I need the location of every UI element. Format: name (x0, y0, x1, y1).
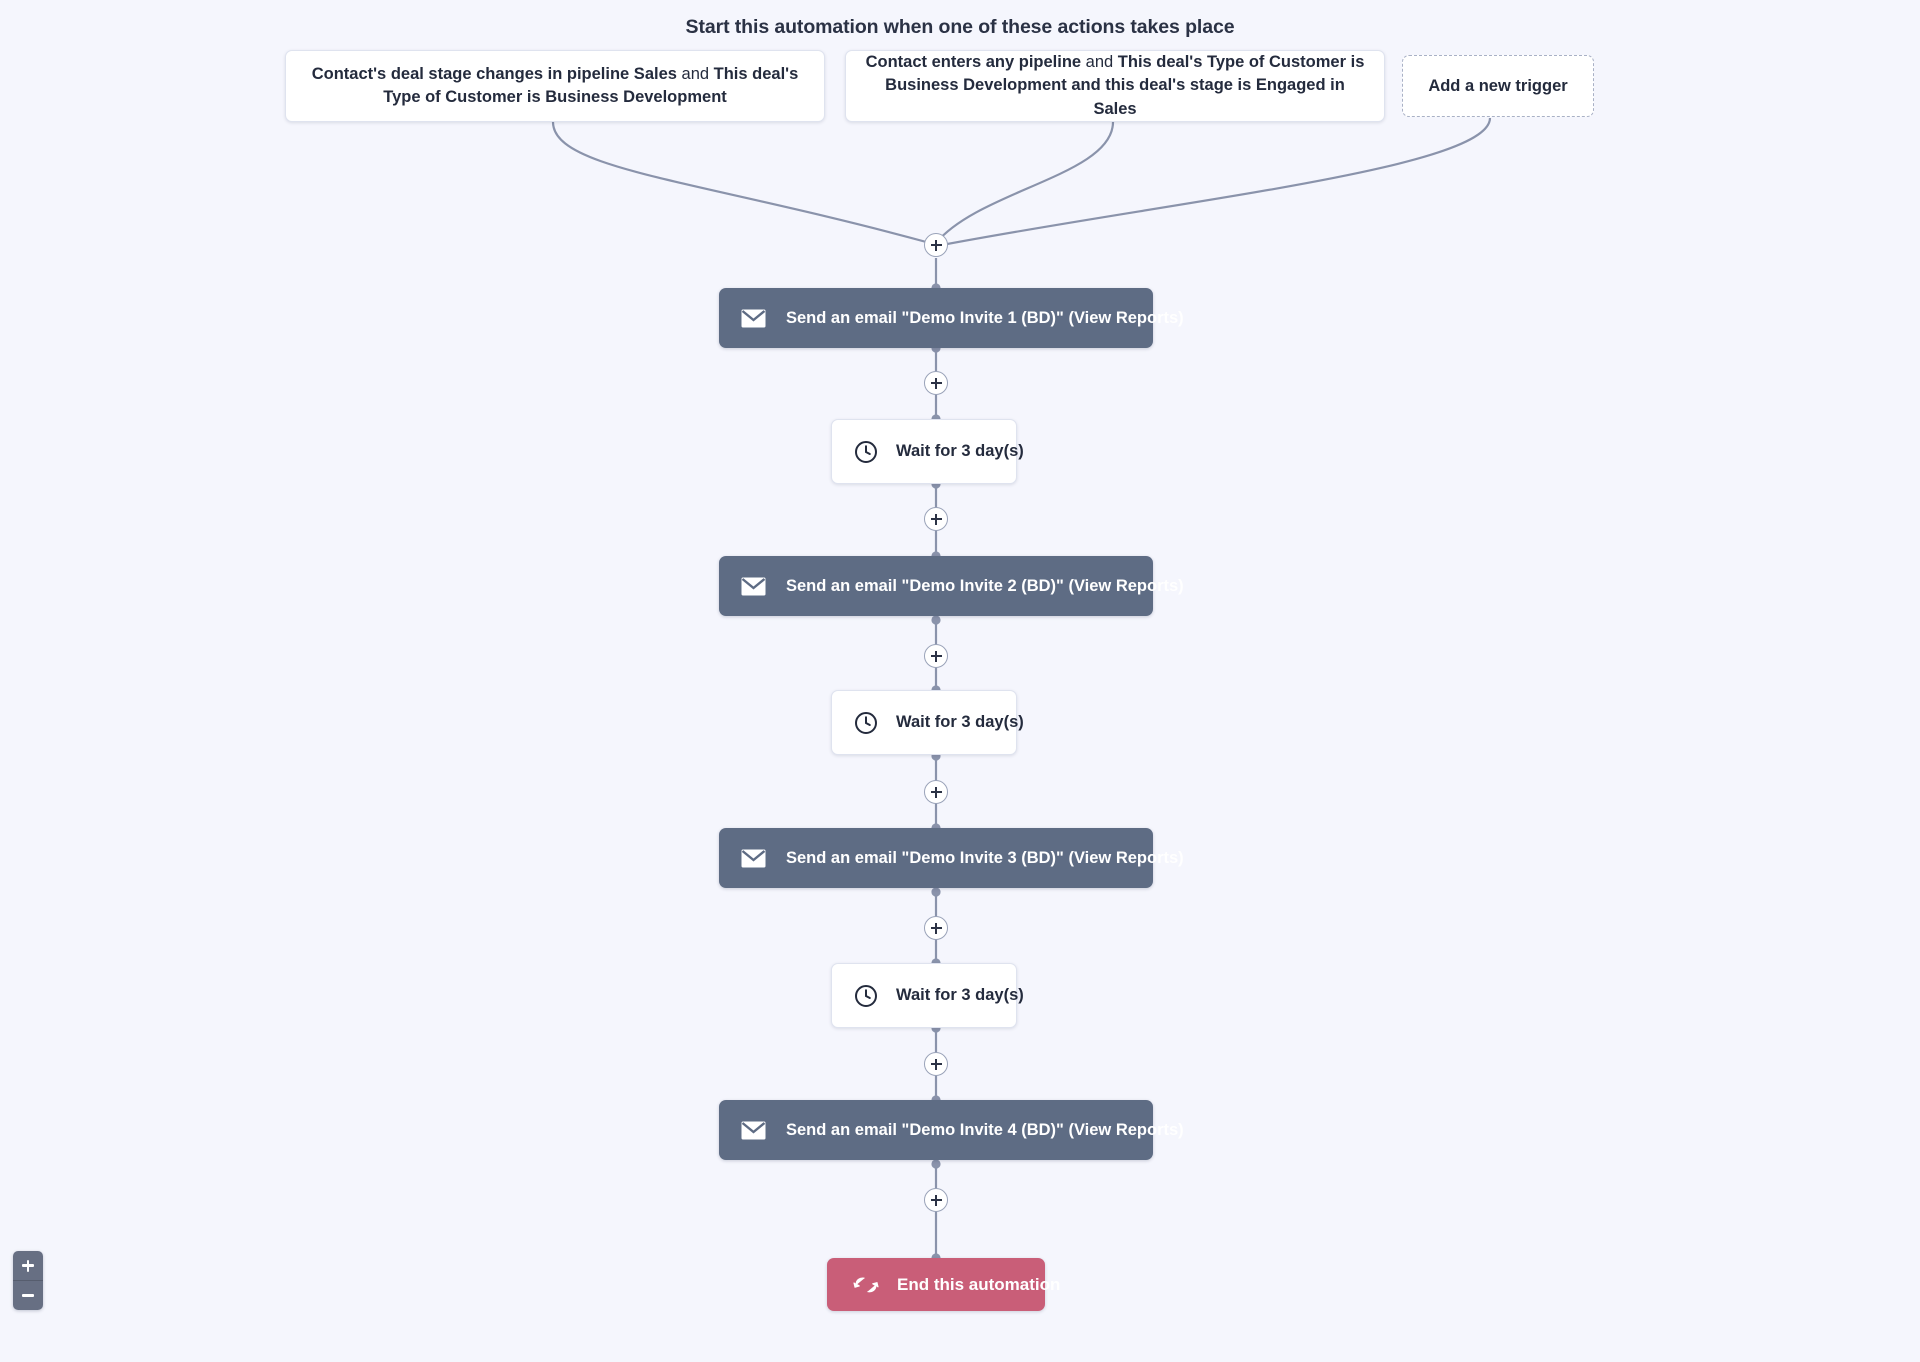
minus-icon (22, 1294, 34, 1297)
trigger-connector: and (1081, 52, 1118, 71)
step-send-email-2[interactable]: Send an email "Demo Invite 2 (BD)" (View… (719, 556, 1184, 616)
clock-icon (854, 711, 878, 735)
step-wait-3[interactable]: Wait for 3 day(s) (831, 963, 1024, 1028)
connector-trigger-1 (551, 121, 931, 245)
zoom-controls[interactable] (13, 1251, 43, 1310)
step-label: Send an email "Demo Invite 3 (BD)" (View… (786, 848, 1184, 867)
joint-email2-bottom (931, 615, 941, 625)
trigger-bold-lead: Contact enters any pipeline (865, 52, 1082, 71)
step-wait-1[interactable]: Wait for 3 day(s) (831, 419, 1024, 484)
trigger-card-deal-stage-changes[interactable]: Contact's deal stage changes in pipeline… (285, 50, 825, 122)
step-label: Send an email "Demo Invite 4 (BD)" (View… (786, 1120, 1184, 1139)
add-step-node-5[interactable] (924, 916, 948, 940)
add-step-node-3[interactable] (924, 644, 948, 668)
page-title: Start this automation when one of these … (685, 16, 1235, 38)
add-step-node-6[interactable] (924, 1052, 948, 1076)
add-step-node-7[interactable] (924, 1188, 948, 1212)
envelope-icon (741, 1121, 766, 1140)
trigger-text: Contact enters any pipeline and This dea… (864, 51, 1366, 121)
add-step-node-hub[interactable] (924, 233, 948, 257)
zoom-out-button[interactable] (13, 1280, 43, 1310)
zoom-in-button[interactable] (13, 1251, 43, 1280)
joint-email4-bottom (931, 1159, 941, 1169)
add-trigger-label: Add a new trigger (1428, 76, 1568, 95)
step-end-automation[interactable]: End this automation (827, 1258, 1060, 1311)
trigger-connector: and (676, 64, 714, 83)
step-send-email-1[interactable]: Send an email "Demo Invite 1 (BD)" (View… (719, 288, 1184, 348)
joint-email3-bottom (931, 887, 941, 897)
envelope-icon (741, 849, 766, 868)
step-send-email-4[interactable]: Send an email "Demo Invite 4 (BD)" (View… (719, 1100, 1184, 1160)
step-label: Send an email "Demo Invite 2 (BD)" (View… (786, 576, 1184, 595)
step-label: Wait for 3 day(s) (896, 713, 1024, 731)
trigger-bold-tail: This deal's Type of Customer is Business… (885, 52, 1365, 118)
trigger-card-contact-enters-pipeline[interactable]: Contact enters any pipeline and This dea… (845, 50, 1385, 122)
connector-trigger-add (941, 117, 1492, 247)
trigger-bold-tail: This deal's Type of Customer is Business… (383, 64, 799, 106)
step-label: Wait for 3 day(s) (896, 442, 1024, 460)
clock-icon (854, 984, 878, 1008)
add-step-node-1[interactable] (924, 371, 948, 395)
plus-icon-vertical (26, 1259, 30, 1272)
step-label: Send an email "Demo Invite 1 (BD)" (View… (786, 308, 1184, 327)
step-label: End this automation (897, 1274, 1061, 1294)
trigger-bold-lead: Contact's deal stage changes in pipeline… (311, 64, 677, 83)
connector-trigger-2 (935, 121, 1115, 244)
add-new-trigger-button[interactable]: Add a new trigger (1402, 55, 1594, 117)
end-automation-icon (853, 1275, 879, 1295)
trigger-text: Contact's deal stage changes in pipeline… (304, 63, 806, 110)
step-send-email-3[interactable]: Send an email "Demo Invite 3 (BD)" (View… (719, 828, 1184, 888)
envelope-icon (741, 309, 766, 328)
step-label: Wait for 3 day(s) (896, 986, 1024, 1004)
envelope-icon (741, 577, 766, 596)
add-step-node-2[interactable] (924, 507, 948, 531)
step-wait-2[interactable]: Wait for 3 day(s) (831, 690, 1024, 755)
clock-icon (854, 440, 878, 464)
add-step-node-4[interactable] (924, 780, 948, 804)
